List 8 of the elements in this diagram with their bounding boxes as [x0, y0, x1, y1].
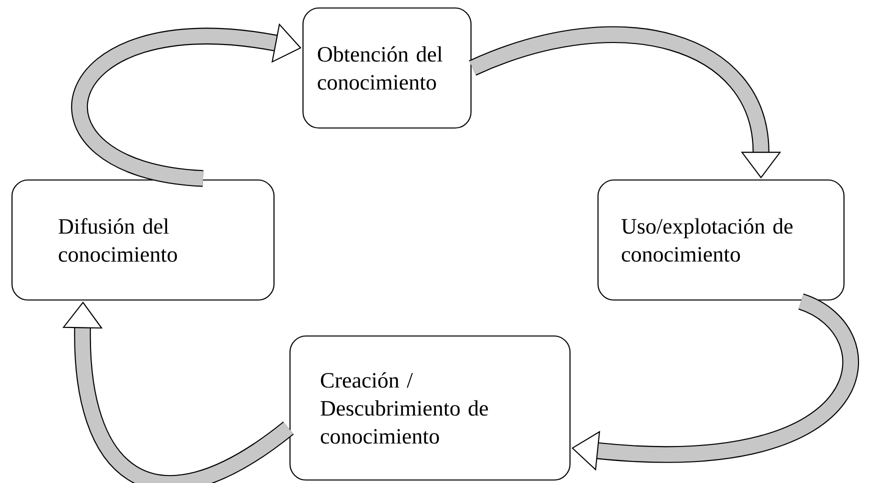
process-box: Obtención del conocimiento [302, 7, 472, 129]
curved-arrow [62, 302, 294, 483]
curved-arrow [572, 294, 859, 471]
process-box: Uso/explotación de conocimiento [597, 179, 845, 301]
process-box: Creación / Descubrimiento de conocimiento [289, 335, 571, 481]
curved-arrow [72, 23, 302, 187]
curved-arrow [469, 26, 782, 178]
process-box: Difusión del conocimiento [11, 179, 275, 301]
